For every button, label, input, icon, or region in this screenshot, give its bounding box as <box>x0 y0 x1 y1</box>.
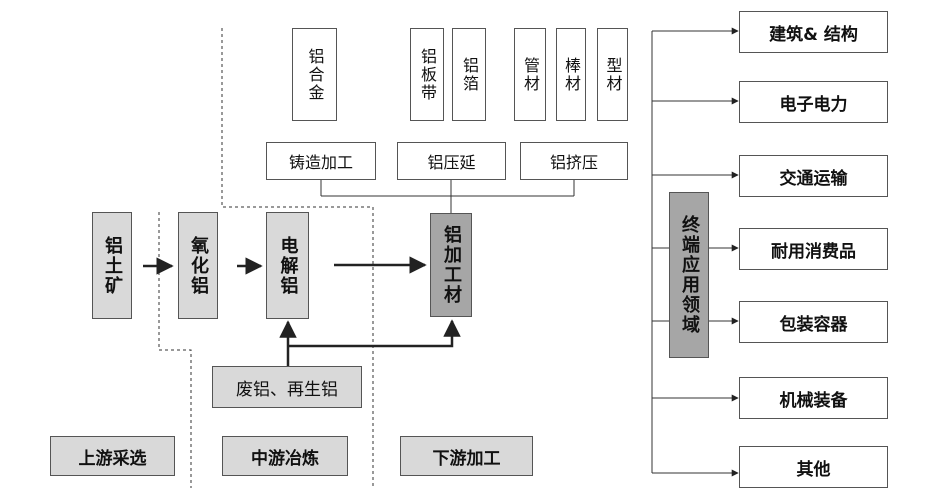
upstream-midstream-divider <box>158 212 192 488</box>
recycled-aluminum-node: 废铝、再生铝 <box>212 366 362 408</box>
midstream-downstream-divider <box>221 28 374 488</box>
stage-midstream: 中游冶炼 <box>222 436 348 476</box>
bauxite-node: 铝土矿 <box>92 212 132 319</box>
product-plate: 铝板带 <box>410 28 444 121</box>
end-use-construction: 建筑& 结构 <box>739 11 888 53</box>
stage-downstream: 下游加工 <box>400 436 533 476</box>
end-use-consumer-durables: 耐用消费品 <box>739 228 888 270</box>
processed-aluminum-node: 铝加工材 <box>430 213 472 317</box>
process-casting: 铸造加工 <box>266 142 376 180</box>
product-tube: 管材 <box>514 28 546 121</box>
end-use-packaging: 包装容器 <box>739 301 888 343</box>
stage-upstream: 上游采选 <box>50 436 175 476</box>
product-profile: 型材 <box>597 28 628 121</box>
end-use-title: 终端应用领域 <box>669 192 709 358</box>
alumina-node: 氧化铝 <box>178 212 218 319</box>
end-use-machinery: 机械装备 <box>739 377 888 419</box>
end-use-electronics: 电子电力 <box>739 81 888 123</box>
end-use-other: 其他 <box>739 446 888 488</box>
process-rolling: 铝压延 <box>397 142 506 180</box>
product-bar: 棒材 <box>556 28 586 121</box>
end-use-transportation: 交通运输 <box>739 155 888 197</box>
electrolytic-aluminum-node: 电解铝 <box>266 212 309 319</box>
arrow-recycled-processed <box>288 319 461 348</box>
product-foil: 铝箔 <box>452 28 486 121</box>
product-alloy: 铝合金 <box>292 28 337 121</box>
process-extrusion: 铝挤压 <box>520 142 628 180</box>
